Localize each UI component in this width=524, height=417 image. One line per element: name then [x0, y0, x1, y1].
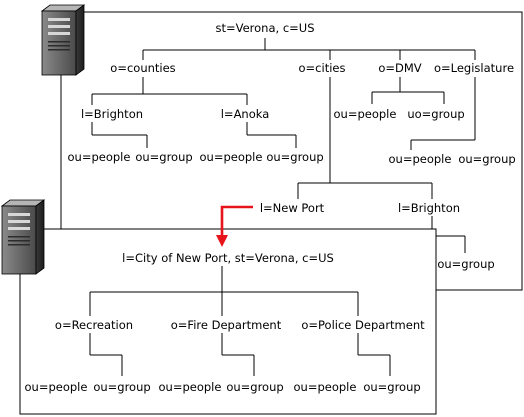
node-o-cities: o=cities — [299, 61, 346, 75]
server-icon-upper — [40, 4, 86, 76]
node-o-police-department: o=Police Department — [301, 318, 425, 332]
node-o-counties: o=counties — [110, 61, 175, 75]
node-l-new-port: l=New Port — [260, 201, 325, 215]
server-icon-lower — [0, 199, 46, 275]
lower-root-node: l=City of New Port, st=Verona, c=US — [122, 251, 334, 265]
node-o-dmv: o=DMV — [378, 61, 421, 75]
node-fire-ou-group: ou=group — [226, 380, 283, 394]
node-dmv-uo-group: uo=group — [407, 107, 464, 121]
node-rec-ou-people: ou=people — [25, 380, 88, 394]
node-leg-ou-people: ou=people — [389, 152, 452, 166]
node-brighton-city-ou-group: ou=group — [437, 257, 494, 271]
node-anoka-ou-people: ou=people — [200, 150, 263, 164]
lower-tree-connectors — [89, 266, 391, 376]
node-l-brighton-city: l=Brighton — [398, 201, 460, 215]
lower-server-frame — [19, 228, 437, 415]
node-police-ou-group: ou=group — [363, 380, 420, 394]
node-dmv-ou-people: ou=people — [334, 107, 397, 121]
node-brighton-ou-people: ou=people — [68, 150, 131, 164]
node-l-anoka: l=Anoka — [221, 107, 270, 121]
node-o-recreation: o=Recreation — [55, 318, 133, 332]
node-brighton-ou-group: ou=group — [135, 150, 192, 164]
node-leg-ou-group: ou=group — [458, 152, 515, 166]
node-rec-ou-group: ou=group — [93, 380, 150, 394]
upper-tree-connectors — [91, 38, 476, 253]
node-l-brighton-county: l=Brighton — [81, 107, 143, 121]
node-o-fire-department: o=Fire Department — [171, 318, 282, 332]
upper-root-node: st=Verona, c=US — [215, 21, 314, 35]
node-police-ou-people: ou=people — [294, 380, 357, 394]
node-anoka-ou-group: ou=group — [266, 150, 323, 164]
referral-arrow — [216, 205, 253, 247]
node-fire-ou-people: ou=people — [159, 380, 222, 394]
node-o-legislature: o=Legislature — [434, 61, 514, 75]
